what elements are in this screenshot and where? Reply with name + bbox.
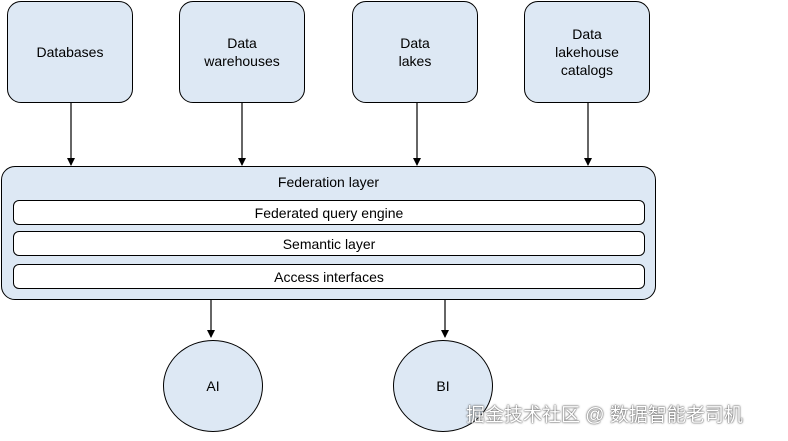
federation-layer-title: Federation layer — [277, 174, 380, 190]
watermark-text: 掘金技术社区 @ 数据智能老司机 — [466, 405, 743, 426]
source-data-lakehouse-catalogs: Data lakehouse catalogs — [524, 1, 650, 103]
consumer-ai: AI — [163, 340, 263, 432]
federated-query-engine: Federated query engine — [13, 200, 645, 225]
federation-layer: Federation layer Federated query engine … — [1, 166, 656, 300]
access-interfaces: Access interfaces — [13, 264, 645, 289]
consumer-bi: BI — [393, 340, 493, 432]
semantic-layer: Semantic layer — [13, 231, 645, 256]
source-data-warehouses: Data warehouses — [179, 1, 305, 103]
source-data-lakes: Data lakes — [352, 1, 478, 103]
source-databases: Databases — [7, 1, 133, 103]
